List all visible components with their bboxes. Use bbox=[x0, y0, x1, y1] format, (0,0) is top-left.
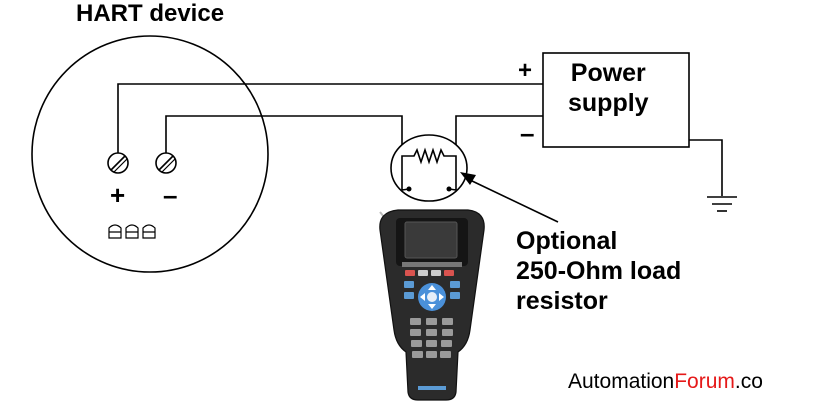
hart-communicator-icon bbox=[379, 209, 485, 401]
brand-highlight: Forum bbox=[674, 370, 735, 393]
power-supply-box bbox=[542, 52, 690, 148]
resistor-note-line-1: Optional bbox=[516, 227, 618, 255]
hart-device-title: HART device bbox=[76, 0, 225, 27]
terminal-positive-icon bbox=[107, 152, 129, 174]
device-minus-sign: – bbox=[163, 180, 178, 210]
brand-prefix: Automation bbox=[568, 370, 675, 393]
power-supply-label: Power supply bbox=[568, 58, 649, 118]
positive-wire bbox=[117, 83, 543, 153]
ground-wire bbox=[689, 139, 723, 196]
terminal-negative-icon bbox=[155, 152, 177, 174]
power-plus-sign: + bbox=[518, 57, 533, 84]
resistor-note: Optional 250-Ohm load resistor bbox=[516, 226, 681, 316]
power-supply-line-2: supply bbox=[568, 89, 649, 117]
brand-suffix: .co bbox=[734, 370, 763, 393]
resistor-pointer-arrow bbox=[460, 172, 559, 223]
power-supply-line-1: Power bbox=[570, 59, 646, 87]
resistor-note-line-2: 250-Ohm load bbox=[516, 257, 682, 285]
power-minus-sign: – bbox=[520, 118, 535, 148]
hart-device-enclosure bbox=[31, 35, 269, 273]
device-plus-sign: + bbox=[110, 180, 126, 210]
negative-wire-to-resistor bbox=[165, 115, 403, 190]
brand-watermark: AutomationForum.co bbox=[568, 370, 763, 394]
connector-icons bbox=[108, 224, 156, 239]
load-resistor-icon bbox=[390, 134, 468, 202]
ground-icon bbox=[707, 196, 737, 212]
resistor-note-line-3: resistor bbox=[516, 287, 608, 315]
